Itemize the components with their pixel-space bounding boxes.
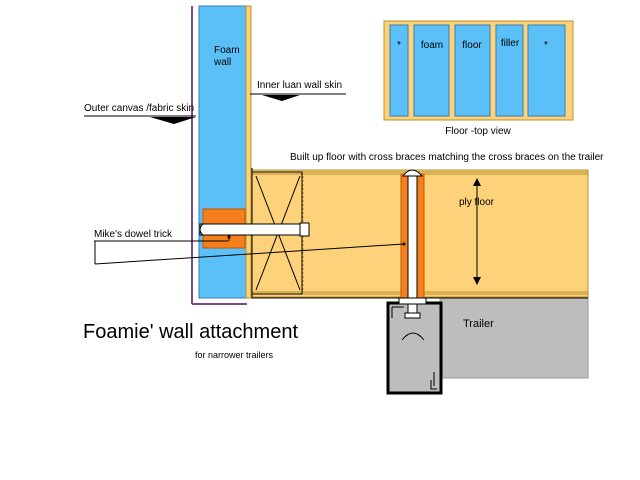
foam-wall-label-line-1: Foam — [214, 45, 240, 56]
dowel-to-bolt-line — [94, 243, 405, 265]
outer-canvas-pointer — [150, 117, 196, 124]
ply-floor-arrow-down — [473, 277, 481, 285]
frame-rail-inner-corner — [391, 306, 404, 318]
top-view-panel-label-4: filler — [501, 38, 520, 49]
top-view-panel-label-3: floor — [462, 40, 482, 51]
top-view-panel-2 — [413, 24, 450, 117]
trailer-body — [439, 296, 589, 379]
top-view-panel-label-2: foam — [421, 40, 443, 51]
built-up-floor-label: Built up floor with cross braces matchin… — [290, 152, 604, 163]
outer-canvas-label: Outer canvas /fabric skin — [84, 103, 194, 114]
diagram-title: Foamie' wall attachment — [83, 321, 298, 343]
diagram-subtitle: for narrower trailers — [195, 350, 274, 360]
dowel-rod — [199, 223, 309, 236]
floor-top-view: * foam floor filler * Floor -top view — [383, 20, 574, 137]
top-view-panel-3 — [454, 24, 491, 117]
trailer: Trailer — [386, 296, 589, 395]
bolt-head — [401, 169, 424, 177]
top-view-panel-label-1: * — [397, 40, 401, 51]
dowel — [199, 222, 310, 239]
foam-wall: Foam wall — [191, 5, 252, 305]
ply-floor-label: ply floor — [459, 197, 495, 208]
bolt-washer — [398, 297, 427, 305]
top-view-panel-label-5: * — [544, 40, 548, 51]
dowel-end-cap — [199, 223, 204, 236]
dowel-trick-label: Mike's dowel trick — [94, 229, 173, 240]
top-view-panel-5 — [527, 24, 566, 117]
foam-wall-body — [198, 5, 247, 299]
top-view-panel-4 — [495, 24, 524, 117]
floor-top-view-label: Floor -top view — [445, 126, 511, 137]
foam-wall-label-line-2: wall — [213, 57, 231, 68]
dowel-tip — [299, 222, 310, 237]
ply-floor-arrow-up — [473, 178, 481, 186]
annotations: Outer canvas /fabric skin Inner luan wal… — [83, 80, 604, 360]
trailer-label: Trailer — [463, 318, 494, 330]
top-view-panel-1 — [389, 24, 409, 117]
bolt-shank — [407, 171, 418, 314]
bolt — [398, 169, 427, 341]
inner-luan-label: Inner luan wall skin — [257, 80, 342, 91]
frame-rail-lip — [430, 372, 437, 390]
inner-luan-pointer — [262, 95, 300, 101]
bolt-end-curve — [401, 332, 425, 341]
bolt-nut — [404, 312, 421, 319]
inner-luan-skin — [245, 5, 252, 299]
